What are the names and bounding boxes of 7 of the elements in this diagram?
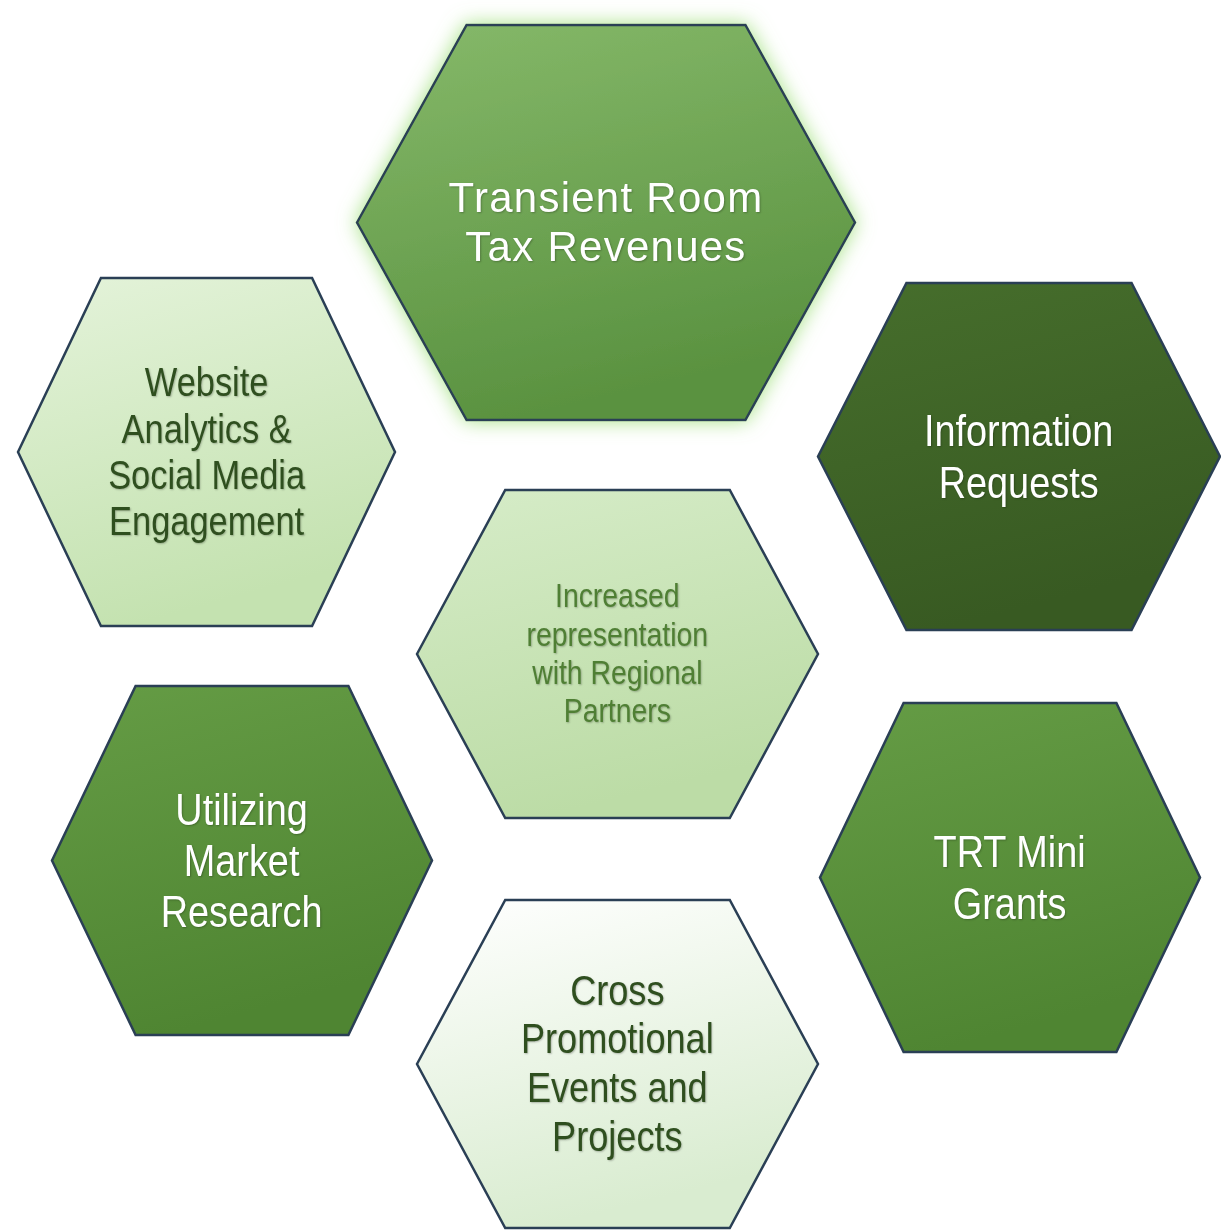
hexagon-label: Information Requests (923, 405, 1115, 508)
hexagon-label: Utilizing Market Research (160, 783, 324, 938)
hexagon-label: Increased representation with Regional Partners (525, 577, 710, 731)
hexagon-label: Cross Promotional Events and Projects (520, 966, 715, 1162)
hexagon-label: Transient Room Tax Revenues (447, 173, 765, 272)
hexagon-label: Website Analytics & Social Media Engagement (107, 359, 306, 545)
hexagon-label: TRT Mini Grants (932, 826, 1088, 929)
